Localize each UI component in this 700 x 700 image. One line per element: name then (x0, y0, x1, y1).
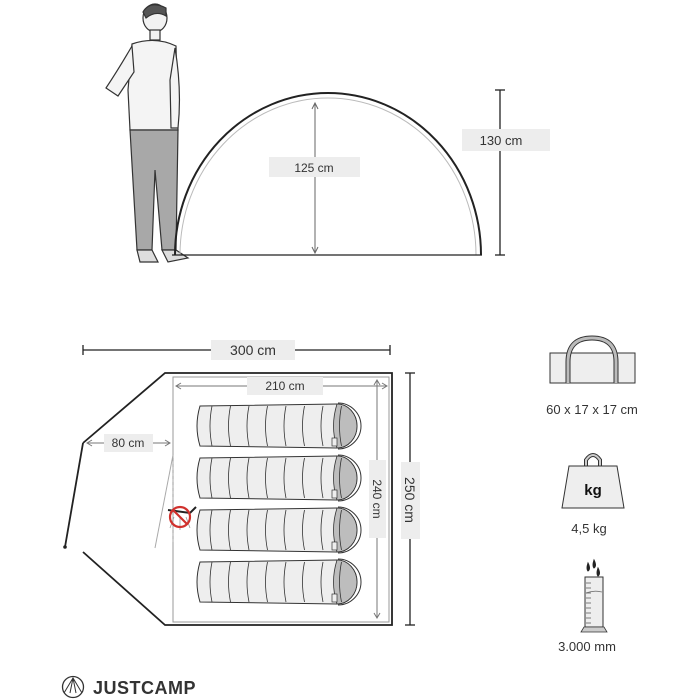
total-width-label: 250 cm (402, 477, 418, 523)
total-length-label-bg (211, 340, 295, 360)
inner-height-label: 125 cm (294, 161, 333, 175)
vestibule-label-bg (104, 434, 153, 452)
total-length-label: 300 cm (230, 342, 276, 358)
outer-height-dimension (495, 89, 505, 256)
brand-logo-icon (61, 675, 85, 699)
tent-side-view (172, 92, 482, 256)
no-mosquito-icon (167, 505, 197, 530)
inner-width-label-bg (369, 460, 386, 538)
weight-icon (561, 453, 625, 509)
inner-width-label: 240 cm (370, 479, 384, 518)
outer-height-label: 130 cm (480, 133, 523, 148)
bag-icon (549, 335, 636, 384)
sleeping-bag (196, 402, 362, 450)
inner-height-dimension (311, 101, 319, 255)
water-column-label: 3.000 mm (558, 639, 616, 654)
inner-length-label: 210 cm (265, 379, 304, 393)
tent-floor-outline (63, 372, 393, 626)
outer-height-label-bg (462, 129, 550, 151)
weight-label: 4,5 kg (571, 521, 606, 536)
inner-height-label-bg (269, 157, 360, 177)
total-width-label-bg (401, 462, 420, 539)
weight-icon-label: kg (584, 482, 602, 499)
pack-size-label: 60 x 17 x 17 cm (546, 402, 638, 417)
vestibule-label: 80 cm (112, 436, 145, 450)
sleeping-bag (196, 454, 362, 502)
sleeping-bag (196, 558, 362, 606)
person-figure (105, 3, 190, 263)
water-column-icon (580, 558, 608, 633)
sleeping-bags (196, 402, 362, 606)
sleeping-bag (196, 506, 362, 554)
brand-name: JUSTCAMP (93, 678, 196, 698)
inner-length-label-bg (247, 377, 323, 395)
